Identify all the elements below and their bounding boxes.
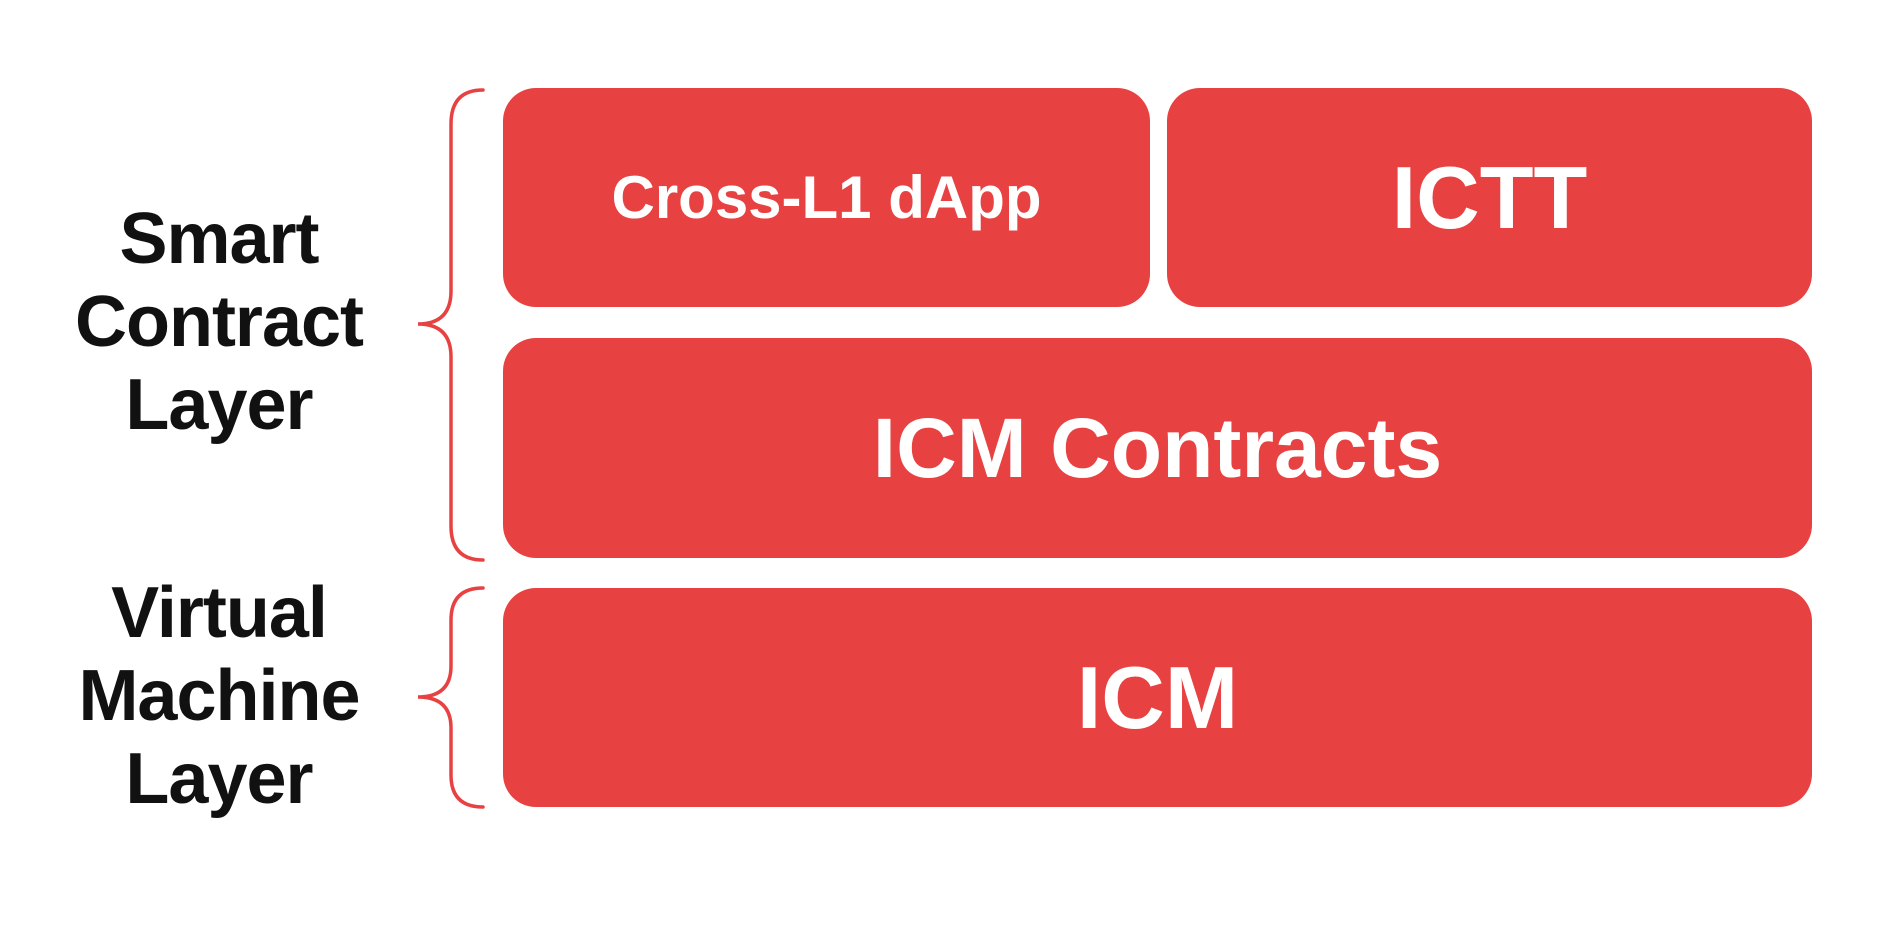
box-cross-l1-dapp: Cross-L1 dApp bbox=[503, 88, 1150, 307]
virtual-machine-layer-label-line: Layer bbox=[125, 739, 313, 819]
virtual-machine-layer-label-line: Virtual bbox=[111, 573, 328, 653]
smart-contract-layer-label: Smart Contract Layer bbox=[0, 198, 438, 447]
box-ictt-label: ICTT bbox=[1391, 147, 1588, 247]
box-cross-l1-dapp-label: Cross-L1 dApp bbox=[611, 164, 1042, 231]
box-ictt: ICTT bbox=[1167, 88, 1812, 307]
box-icm: ICM bbox=[503, 588, 1812, 807]
smart-contract-layer-label-line: Smart bbox=[119, 199, 319, 279]
box-icm-label: ICM bbox=[1076, 647, 1239, 747]
virtual-machine-layer-label-line: Machine bbox=[78, 656, 360, 736]
smart-contract-layer-label-line: Contract bbox=[74, 282, 364, 362]
box-icm-contracts: ICM Contracts bbox=[503, 338, 1812, 558]
smart-contract-layer-label-line: Layer bbox=[125, 365, 313, 445]
box-icm-contracts-label: ICM Contracts bbox=[872, 400, 1443, 495]
virtual-machine-layer-label: Virtual Machine Layer bbox=[0, 572, 438, 821]
